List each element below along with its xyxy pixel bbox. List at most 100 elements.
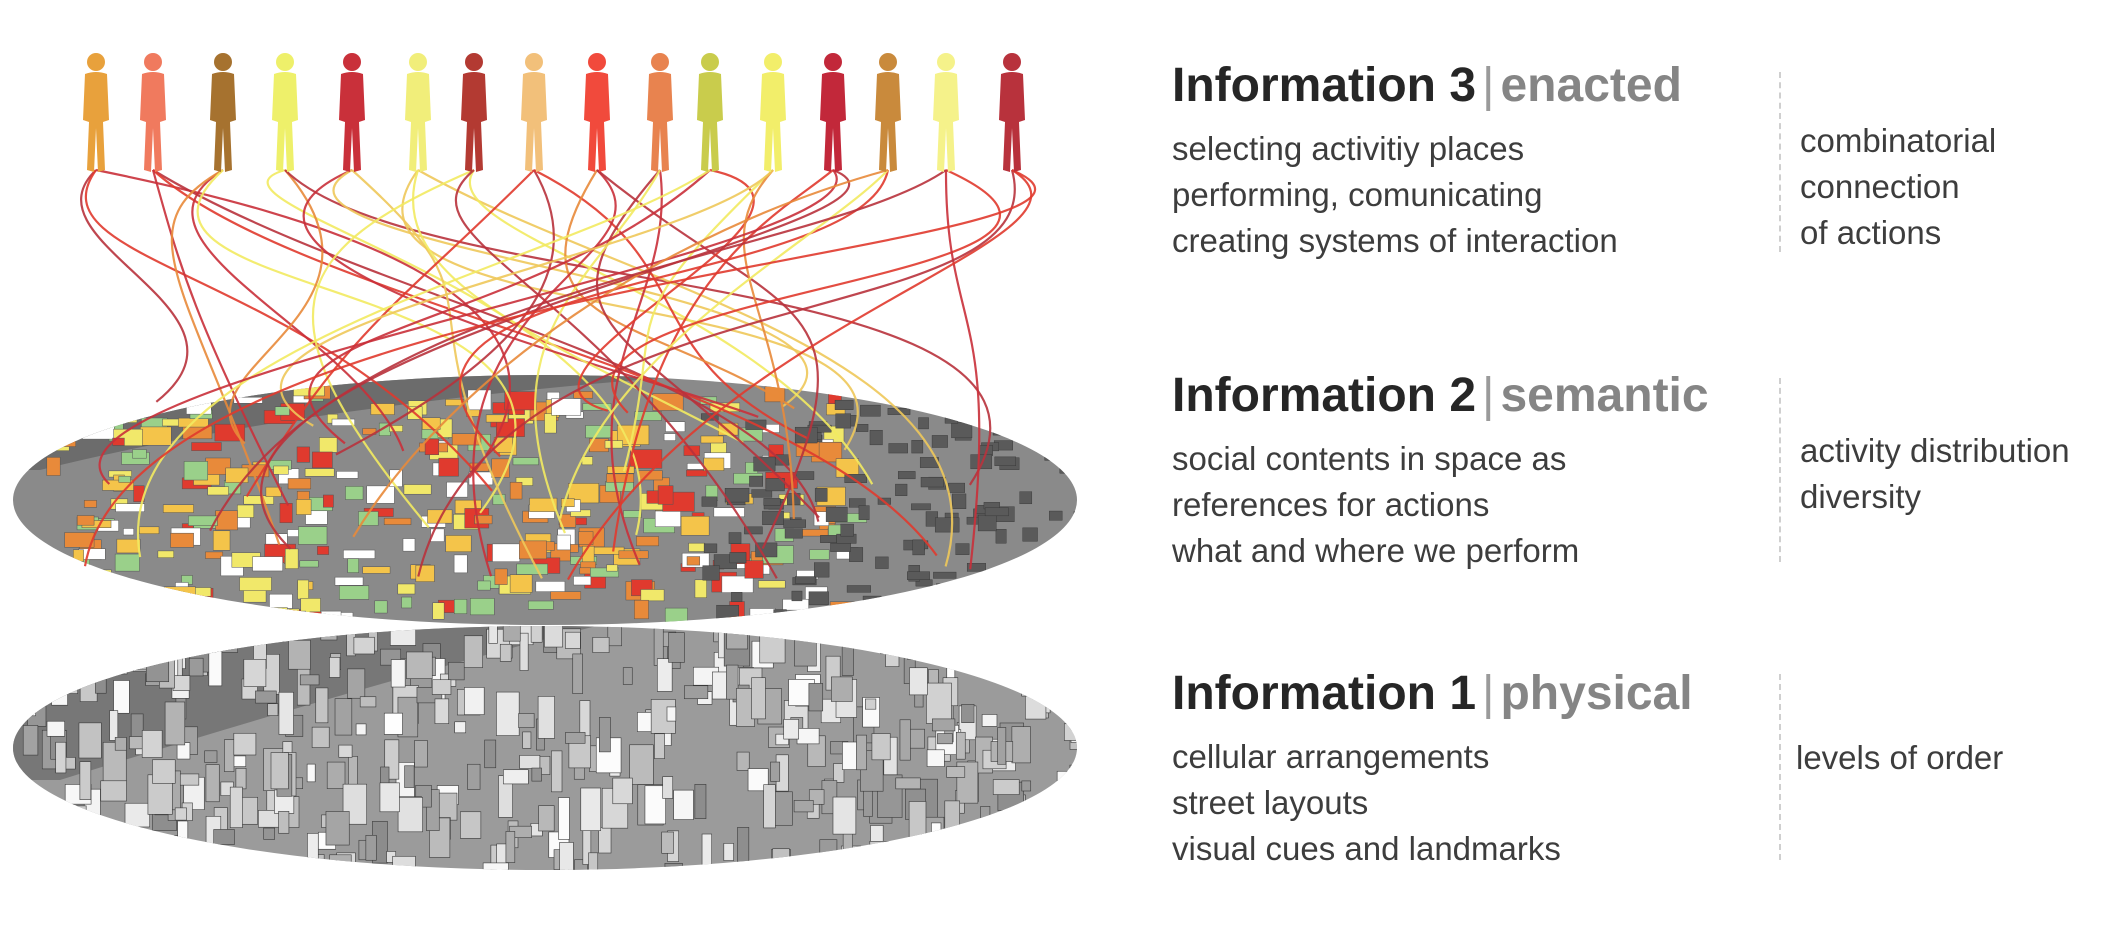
info-title-1: Information 1|physical xyxy=(1172,667,1693,720)
map-block xyxy=(849,498,866,508)
building xyxy=(311,726,330,748)
building xyxy=(329,854,352,869)
building xyxy=(995,652,1008,681)
map-block xyxy=(755,542,778,558)
building xyxy=(518,713,535,728)
map-block xyxy=(590,567,619,578)
map-block xyxy=(336,471,359,479)
map-block xyxy=(634,599,649,620)
building xyxy=(130,626,143,645)
note-3-line-2: connection xyxy=(1800,168,1960,205)
interaction-line xyxy=(559,169,889,519)
person-silhouette-icon xyxy=(647,53,673,172)
building xyxy=(794,629,817,667)
building xyxy=(772,848,790,863)
building xyxy=(908,801,927,842)
map-block xyxy=(544,413,557,434)
building xyxy=(926,682,952,724)
interaction-line xyxy=(332,169,808,408)
map-block xyxy=(362,566,391,574)
building xyxy=(992,779,1020,795)
map-block xyxy=(509,481,523,500)
building xyxy=(152,759,176,784)
map-block xyxy=(995,529,1007,544)
map-block xyxy=(936,583,957,599)
building xyxy=(1043,813,1069,832)
map-block xyxy=(795,471,815,480)
building xyxy=(599,717,611,753)
map-block xyxy=(424,438,439,456)
building xyxy=(113,680,130,714)
map-block xyxy=(297,579,309,600)
building xyxy=(538,805,555,832)
map-block xyxy=(125,602,137,616)
interaction-line xyxy=(401,169,859,451)
map-block xyxy=(64,578,79,596)
building xyxy=(133,638,152,671)
map-block xyxy=(339,585,370,600)
building xyxy=(1070,806,1077,840)
map-block xyxy=(331,418,355,426)
map-block xyxy=(427,509,453,524)
interaction-lines xyxy=(80,168,1037,581)
map-block xyxy=(825,506,848,522)
map-block xyxy=(948,482,965,493)
building xyxy=(808,683,824,712)
person-silhouette-icon xyxy=(875,53,901,172)
map-block xyxy=(636,536,659,547)
building xyxy=(404,765,415,788)
building xyxy=(629,744,654,785)
person-silhouette-icon xyxy=(999,53,1025,172)
map-block xyxy=(895,483,908,496)
building xyxy=(909,667,928,696)
map-block xyxy=(207,486,229,496)
map-block xyxy=(875,556,889,569)
interaction-line xyxy=(80,169,189,403)
map-block xyxy=(992,425,1006,436)
building xyxy=(151,632,175,644)
people-row xyxy=(83,53,1025,172)
map-block xyxy=(700,435,724,444)
map-block xyxy=(114,553,140,572)
building xyxy=(770,761,781,782)
building xyxy=(460,811,482,839)
building xyxy=(841,845,861,870)
building xyxy=(355,723,367,736)
interaction-line xyxy=(311,168,475,529)
map-block xyxy=(298,526,328,545)
map-block xyxy=(401,596,412,609)
building xyxy=(255,690,277,704)
map-block xyxy=(47,402,75,417)
map-block xyxy=(814,488,828,502)
building xyxy=(1067,787,1077,811)
map-block xyxy=(116,538,141,554)
map-block xyxy=(1053,553,1074,562)
map-block xyxy=(535,581,566,592)
map-block xyxy=(188,515,218,526)
person-silhouette-icon xyxy=(697,53,723,172)
building xyxy=(112,632,128,675)
map-block xyxy=(528,600,554,610)
building xyxy=(496,691,520,736)
building xyxy=(22,725,39,756)
building xyxy=(895,777,921,790)
building xyxy=(431,679,452,695)
map-block xyxy=(60,425,84,436)
building xyxy=(502,626,521,642)
map-block xyxy=(951,422,973,439)
map-block xyxy=(212,530,231,551)
map-block xyxy=(966,516,981,525)
map-block xyxy=(607,466,635,474)
map-block xyxy=(751,489,773,498)
building xyxy=(899,719,911,761)
building xyxy=(870,825,884,866)
map-block xyxy=(858,505,870,520)
map-block xyxy=(1011,427,1026,439)
building xyxy=(229,786,243,828)
building xyxy=(592,637,610,653)
building xyxy=(315,687,329,724)
building xyxy=(414,740,428,768)
building xyxy=(565,631,581,649)
person-silhouette-icon xyxy=(584,53,610,172)
building xyxy=(484,739,497,769)
